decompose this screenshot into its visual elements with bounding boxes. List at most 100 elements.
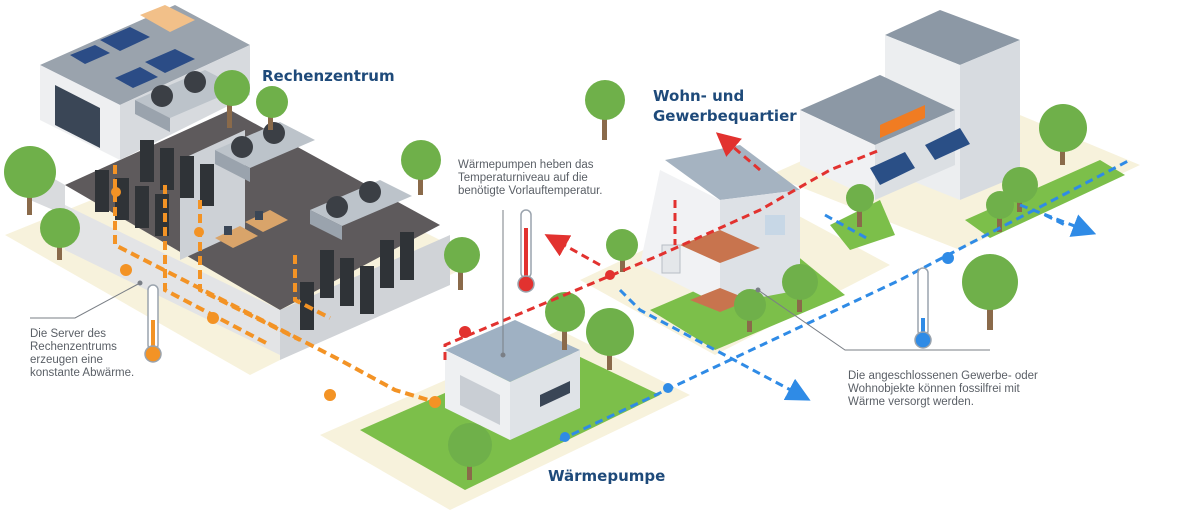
server-racks	[95, 140, 414, 330]
supply-flow-marker	[605, 270, 615, 280]
lowrise-roof	[800, 75, 955, 145]
waste-heat-pipe	[113, 165, 446, 407]
fan-icon	[359, 181, 381, 203]
return-pipe	[1044, 213, 1066, 227]
desk	[215, 226, 258, 248]
flow-arrow-icon	[429, 396, 441, 408]
flow-arrow-icon	[120, 264, 132, 276]
heatpump-note-line: Wärmepumpen heben das	[458, 159, 594, 171]
server-rack	[140, 140, 154, 182]
datacenter-upper-block	[40, 5, 250, 105]
server-rack	[200, 164, 214, 206]
server-rack	[380, 240, 394, 288]
tower-side	[960, 40, 1020, 200]
server-rack	[135, 186, 149, 228]
buildings-note: Die angeschlossenen Gewerbe- oder Wohnob…	[848, 370, 1038, 409]
flow-arrow-icon	[324, 389, 336, 401]
thermometer-warm-icon	[144, 284, 162, 363]
awning	[925, 128, 970, 160]
lowrise-front	[800, 110, 875, 200]
datacenter-window	[55, 85, 100, 148]
tree	[962, 254, 1018, 330]
heatpump-note-line: benötigte Vorlauftemperatur.	[458, 185, 603, 197]
leader-lines	[30, 210, 990, 358]
server-rack	[320, 250, 334, 298]
solar-panel-3	[70, 45, 110, 64]
tree	[256, 86, 288, 130]
server-rack	[160, 148, 174, 190]
quarter-lawn	[965, 160, 1125, 238]
tree	[585, 80, 625, 140]
supply-pipe	[544, 234, 601, 267]
heatpump-window	[540, 381, 570, 407]
flow-arrow-icon	[207, 312, 219, 324]
cooling-unit	[310, 180, 412, 240]
quarter-building	[800, 10, 1020, 200]
fan-icon	[263, 122, 285, 144]
server-rack	[115, 178, 129, 220]
desk	[245, 210, 288, 232]
waste-heat-arrows	[111, 187, 441, 408]
return-pipe	[559, 158, 1131, 442]
waste-heat-pipe	[163, 185, 271, 347]
tree	[846, 184, 874, 227]
monitor	[224, 226, 232, 235]
house-building	[640, 145, 800, 312]
tree	[1039, 104, 1087, 165]
cooling-units	[135, 70, 412, 240]
tower-roof	[885, 10, 1020, 65]
server-rack	[180, 156, 194, 198]
quarter-lawn-left	[830, 200, 895, 250]
fan-icon	[184, 71, 206, 93]
fan-icon	[326, 196, 348, 218]
roof-hatch	[140, 5, 195, 32]
tree	[214, 70, 250, 128]
quarter-title-line: Gewerbequartier	[653, 107, 797, 125]
return-flow-marker	[560, 432, 570, 442]
fan-icon	[231, 136, 253, 158]
supply-flow-marker	[459, 326, 471, 338]
solar-panel-1	[100, 27, 150, 51]
monitor	[255, 211, 263, 220]
tree	[401, 140, 441, 195]
buildings-note-line: Die angeschlossenen Gewerbe- oder	[848, 370, 1038, 382]
return-pipes	[559, 158, 1131, 442]
house-front	[640, 170, 720, 305]
quarter-title-line: Wohn- und	[653, 87, 745, 105]
trees	[4, 70, 1087, 480]
leader-line-buildings	[757, 289, 990, 351]
flow-arrow-icon	[111, 187, 121, 197]
supply-pipes	[443, 132, 881, 360]
servers-note-line: konstante Abwärme.	[30, 367, 135, 379]
supply-pipe	[443, 148, 881, 360]
tree	[734, 289, 766, 332]
tree	[1002, 167, 1038, 212]
tree	[586, 308, 634, 370]
awning	[870, 152, 915, 185]
tree	[4, 146, 56, 215]
servers-note-line: erzeugen eine	[30, 354, 103, 366]
datacenter-title: Rechenzentrum	[262, 67, 395, 85]
servers-note: Die Server des Rechenzentrums erzeugen e…	[30, 328, 134, 380]
house-window	[765, 215, 785, 235]
server-rack	[95, 170, 109, 212]
buildings-note-line: Wärme versorgt werden.	[848, 396, 974, 408]
fan-icon	[151, 85, 173, 107]
cooling-unit	[135, 70, 240, 132]
tree	[545, 292, 585, 350]
thermometer-cold-icon	[914, 267, 932, 349]
tree	[444, 237, 480, 290]
tree	[448, 423, 492, 480]
datacenter-building	[30, 5, 450, 360]
tree	[606, 229, 638, 272]
heat-exchanger-unit	[661, 244, 681, 274]
servers-note-line: Die Server des	[30, 328, 107, 340]
tree	[40, 208, 80, 260]
return-flow-marker	[663, 383, 673, 393]
house-roof	[665, 145, 800, 200]
return-pipe	[1019, 203, 1097, 237]
server-rack	[340, 258, 354, 306]
heatpump-grille	[460, 375, 500, 425]
waste-heat-pipe	[293, 255, 331, 320]
